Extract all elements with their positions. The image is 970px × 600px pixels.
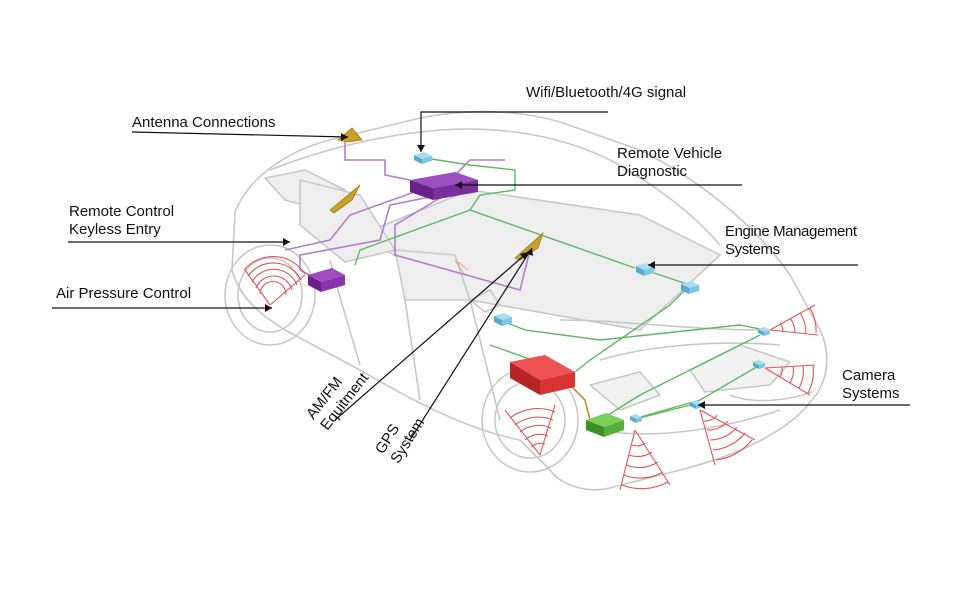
label-air-pressure: Air Pressure Control	[56, 285, 191, 303]
door-sensor-icon	[494, 313, 512, 326]
green-wiring	[354, 157, 766, 421]
remote-diagnostic-line1: Remote Vehicle	[617, 145, 723, 162]
label-camera-systems: Camera Systems	[842, 367, 900, 403]
leader-antenna	[131, 131, 349, 138]
engine-line2: Systems	[725, 241, 780, 258]
wifi-text: Wifi/Bluetooth/4G signal	[526, 84, 687, 101]
gateway-green-module	[586, 413, 624, 437]
label-antenna-connections: Antenna Connections	[132, 114, 275, 132]
label-engine-management: Engine Management Systems	[725, 223, 857, 259]
purple-wiring	[284, 140, 531, 291]
antenna-connections-text: Antenna Connections	[132, 114, 276, 131]
leader-gps	[409, 247, 533, 441]
label-remote-diagnostic: Remote Vehicle Diagnostic	[617, 145, 722, 181]
radar-fan-rear	[243, 256, 306, 306]
radar-fan-side-upper	[769, 304, 819, 336]
leader-lines	[52, 111, 910, 441]
radar-fan-front-wheel	[504, 404, 556, 456]
radar-fan-side-lower	[764, 364, 816, 396]
leader-wifi	[420, 111, 608, 152]
radar-fan-rear-roof	[454, 259, 469, 276]
air-pressure-text: Air Pressure Control	[56, 285, 192, 302]
camera-sensor-upper-icon	[758, 327, 770, 336]
camera-sensor-lower-icon	[753, 360, 765, 369]
engine-line1: Engine Management	[725, 223, 857, 240]
label-keyless-entry: Remote Control Keyless Entry	[69, 203, 174, 239]
leader-arrowheads	[265, 133, 705, 409]
antenna-windshield-icon	[514, 231, 544, 261]
camera-line1: Camera	[842, 367, 896, 384]
radar-fan-front-right	[699, 409, 756, 466]
wifi-sensor-icon	[414, 152, 432, 164]
bumper-sensor-icon	[630, 414, 642, 423]
module-connector	[569, 384, 591, 421]
radar-fan-front-bottom	[619, 429, 671, 491]
keyless-entry-module	[308, 268, 345, 292]
car-body	[224, 110, 828, 491]
engine-sensor-2-icon	[681, 281, 699, 294]
leader-amfm	[334, 251, 529, 421]
antenna-rear-window-icon	[329, 184, 361, 214]
label-wifi: Wifi/Bluetooth/4G signal	[526, 84, 686, 102]
camera-line2: Systems	[842, 385, 900, 402]
keyless-line1: Remote Control	[69, 203, 175, 220]
remote-diagnostic-line2: Diagnostic	[617, 163, 688, 180]
keyless-line2: Keyless Entry	[69, 221, 161, 238]
ecu-red-module	[510, 355, 575, 395]
